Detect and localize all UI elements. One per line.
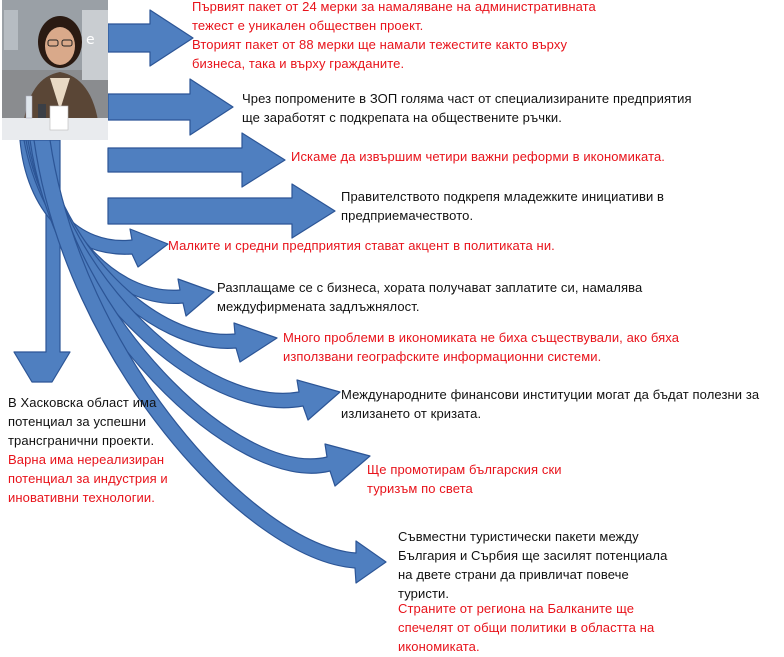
text-line: междуфирмената задлъжнялост. [217,299,420,314]
text-line: Варна има нереализиран [8,452,165,467]
statement-balkans: Страните от региона на Балканите ще спеч… [398,599,654,656]
statement-gis: Много проблеми в икономиката не биха същ… [283,328,679,366]
text-line: Разплащаме се с бизнеса, хората получава… [217,280,643,295]
text-line: Страните от региона на Балканите ще [398,601,635,616]
statement-financial-institutions: Международните финансови институции мога… [341,385,759,423]
statement-varna: Варна има нереализиран потенциал за инду… [8,450,168,507]
statement-payments: Разплащаме се с бизнеса, хората получава… [217,278,642,316]
text-line: Вторият пакет от 88 мерки ще намали теже… [192,37,568,52]
text-line: Първият пакет от 24 мерки за намаляване … [192,0,596,14]
text-line: ще заработят с подкрепата на общественит… [242,110,562,125]
text-line: спечелят от общи политики в областта на [398,620,655,635]
text-line: Искаме да извършим четири важни реформи … [291,149,666,164]
statement-sme-focus: Малките и средни предприятия стават акце… [168,236,555,255]
statement-public-procurement: Чрез попромените в ЗОП голяма част от сп… [242,89,692,127]
text-line: използвани географските информационни си… [283,349,602,364]
text-line: икономиката. [398,639,480,654]
text-line: Съвместни туристически пакети между [398,529,639,544]
text-line: на двете страни да привличат повече [398,567,629,582]
text-line: трансгранични проекти. [8,433,155,448]
text-line: излизането от кризата. [341,406,482,421]
text-line: бизнеса, така и върху гражданите. [192,56,405,71]
arrow-2 [107,78,234,136]
text-line: В Хасковска област има [8,395,157,410]
arrow-curve-6 [33,139,387,584]
text-line: иновативни технологии. [8,490,155,505]
text-line: потенциал за индустрия и [8,471,168,486]
text-line: туризъм по света [367,481,473,496]
portrait-photo: e [2,0,108,140]
text-line: Правителството подкрепя младежките иници… [341,189,665,204]
text-line: туристи. [398,586,450,601]
text-line: предприемачеството. [341,208,474,223]
text-line: Малките и средни предприятия стават акце… [168,238,555,253]
statement-youth-initiatives: Правителството подкрепя младежките иници… [341,187,664,225]
arrow-4 [107,183,336,239]
text-line: България и Сърбия ще засилят потенциала [398,548,668,563]
text-line: Международните финансови институции мога… [341,387,760,402]
text-line: тежест е уникален обществен проект. [192,18,424,33]
text-line: Чрез попромените в ЗОП голяма част от сп… [242,91,692,106]
arrow-3 [107,132,286,188]
statement-admin-burden: Първият пакет от 24 мерки за намаляване … [192,0,596,73]
statement-haskovo: В Хасковска област има потенциал за успе… [8,393,156,450]
portrait-image: e [2,0,108,140]
text-line: Много проблеми в икономиката не биха същ… [283,330,680,345]
text-line: потенциал за успешни [8,414,147,429]
statement-ski-tourism: Ще промотирам българския ски туризъм по … [367,460,562,498]
statement-four-reforms: Искаме да извършим четири важни реформи … [291,147,665,166]
statement-joint-tourism: Съвместни туристически пакети между Бълг… [398,527,667,603]
arrow-1 [107,9,194,67]
text-line: Ще промотирам българския ски [367,462,562,477]
svg-text:e: e [86,32,95,48]
